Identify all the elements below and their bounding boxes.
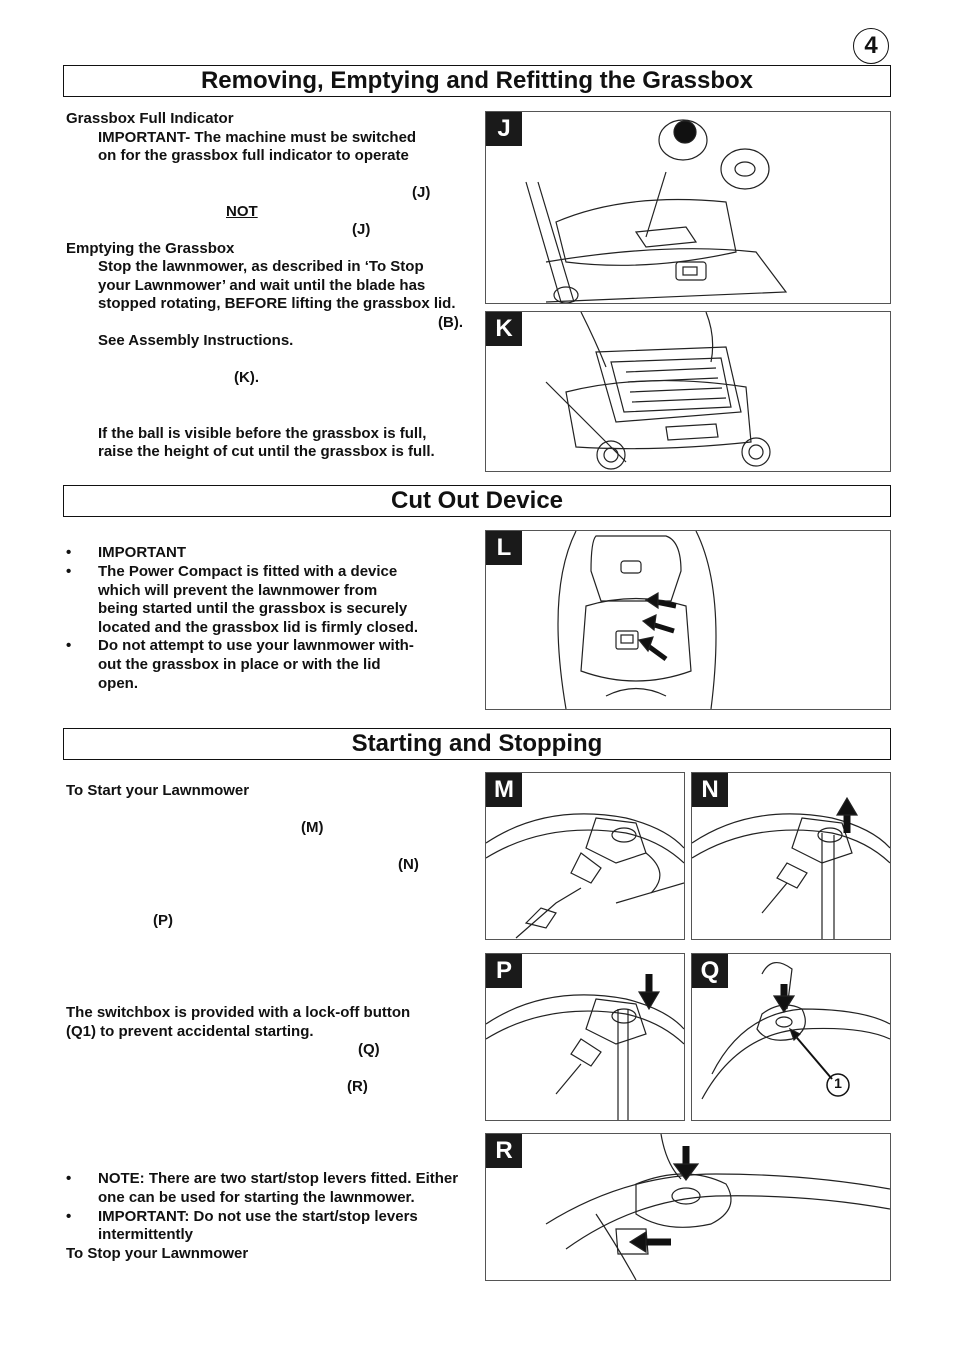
important-line-1: IMPORTANT- The machine must be switched: [98, 129, 417, 146]
figure-label-l: L: [486, 531, 522, 565]
ball-line-1: If the ball is visible before the grassb…: [98, 425, 427, 442]
ref-q: (Q): [358, 1041, 380, 1058]
figure-l: L: [485, 530, 891, 710]
ref-j-1: (J): [412, 184, 431, 201]
ball-line-2: raise the height of cut until the grassb…: [98, 443, 435, 460]
figure-q: 1 Q: [691, 953, 891, 1121]
imp-line-1: IMPORTANT: Do not use the start/stop lev…: [98, 1208, 418, 1225]
start-heading: To Start your Lawnmower: [66, 782, 250, 799]
lockoff-line-2: (Q1) to prevent accidental starting.: [66, 1023, 314, 1040]
bullet-4: •: [66, 1170, 72, 1187]
not-text: NOT: [226, 203, 258, 220]
page-number: 4: [853, 28, 889, 64]
stop-line-2: your Lawnmower’ and wait until the blade…: [98, 277, 426, 294]
cutout-item-3: which will prevent the lawnmower from: [98, 582, 378, 599]
figure-label-n: N: [692, 773, 728, 807]
section-title-starting: Starting and Stopping: [63, 728, 891, 760]
bullet-5: •: [66, 1208, 72, 1225]
figure-label-m: M: [486, 773, 522, 807]
figure-label-p: P: [486, 954, 522, 988]
ref-j-2: (J): [352, 221, 371, 238]
lockoff-line-1: The switchbox is provided with a lock-of…: [66, 1004, 411, 1021]
figure-p: P: [485, 953, 685, 1121]
figure-label-j: J: [486, 112, 522, 146]
cutout-item-4: being started until the grassbox is secu…: [98, 600, 408, 617]
ref-k: (K).: [234, 369, 259, 386]
figure-k: K: [485, 311, 891, 472]
figure-n: N: [691, 772, 891, 940]
stop-line-3: stopped rotating, BEFORE lifting the gra…: [98, 295, 456, 312]
cutout-item-6: Do not attempt to use your lawnmower wit…: [98, 637, 414, 654]
section-title-cutout: Cut Out Device: [63, 485, 891, 517]
figure-label-r: R: [486, 1134, 522, 1168]
figure-j: J: [485, 111, 891, 304]
bullet-3: •: [66, 637, 72, 654]
bullet-2: •: [66, 563, 72, 580]
indicator-heading: Grassbox Full Indicator: [66, 110, 234, 127]
cutout-item-7: out the grassbox in place or with the li…: [98, 656, 381, 673]
stop-line-1: Stop the lawnmower, as described in ‘To …: [98, 258, 424, 275]
cutout-item-8: open.: [98, 675, 138, 692]
figure-label-q: Q: [692, 954, 728, 988]
figure-label-k: K: [486, 312, 522, 346]
ref-b: (B).: [438, 314, 463, 331]
note-line-2: one can be used for starting the lawnmow…: [98, 1189, 415, 1206]
cutout-item-2: The Power Compact is fitted with a devic…: [98, 563, 398, 580]
figure-r: R: [485, 1133, 891, 1281]
ref-p: (P): [153, 912, 173, 929]
q-callout-number: 1: [834, 1075, 842, 1091]
cutout-item-1: IMPORTANT: [98, 544, 187, 561]
bullet-1: •: [66, 544, 72, 561]
figure-m: M: [485, 772, 685, 940]
ref-r: (R): [347, 1078, 368, 1095]
imp-line-2: intermittently: [98, 1226, 194, 1243]
assembly-text: See Assembly Instructions.: [98, 332, 294, 349]
important-line-2: on for the grassbox full indicator to op…: [98, 147, 409, 164]
cutout-item-5: located and the grassbox lid is firmly c…: [98, 619, 419, 636]
ref-n: (N): [398, 856, 419, 873]
note-line-1: NOTE: There are two start/stop levers fi…: [98, 1170, 459, 1187]
section-title-grassbox: Removing, Emptying and Refitting the Gra…: [63, 65, 891, 97]
ref-m: (M): [301, 819, 324, 836]
emptying-heading: Emptying the Grassbox: [66, 240, 235, 257]
stop-heading: To Stop your Lawnmower: [66, 1245, 249, 1262]
